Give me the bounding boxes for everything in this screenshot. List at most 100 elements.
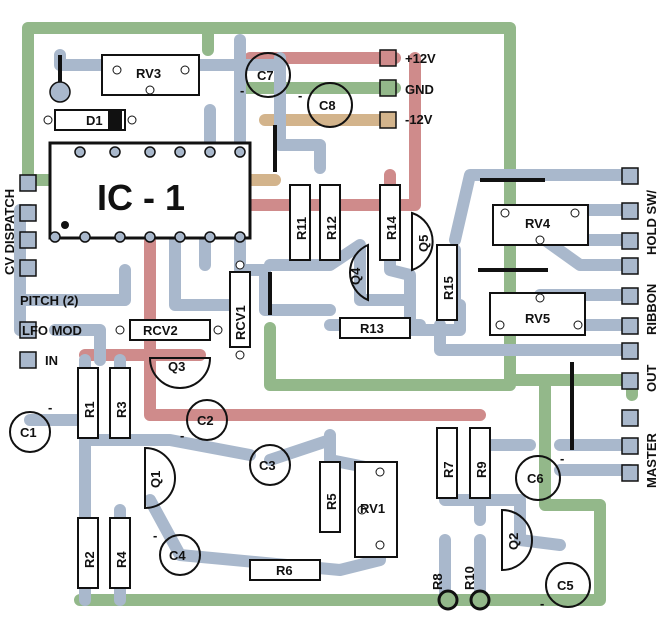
resistor-r5: R5	[319, 461, 341, 533]
left-labels: CV DISPATCH PITCH (2) LFO MOD IN	[2, 189, 82, 368]
svg-text:Q5: Q5	[416, 235, 431, 252]
left-connector-pads	[19, 174, 37, 369]
capacitor-c4: C4	[159, 534, 201, 576]
resistor-r11: R11	[289, 184, 311, 261]
label-plus12: +12V	[405, 51, 436, 66]
transistor-q4: Q4	[348, 243, 369, 302]
transistor-q3: Q3	[148, 357, 212, 389]
diode-d1: D1	[43, 109, 137, 131]
resistor-r6: R6	[249, 559, 321, 581]
label-lfo-mod: LFO MOD	[22, 323, 82, 338]
svg-text:R5: R5	[324, 493, 339, 510]
transistor-q1: Q1	[144, 446, 176, 510]
d1-label: D1	[86, 113, 103, 128]
svg-text:R9: R9	[474, 461, 489, 478]
transistors: Q1 Q2 Q3 Q4 Q5	[144, 211, 533, 572]
resistor-r3: R3	[109, 367, 131, 439]
capacitor-c1: C1	[9, 411, 51, 453]
svg-text:C3: C3	[259, 458, 276, 473]
resistor-r1: R1	[77, 367, 99, 439]
label-cv-dispatch: CV DISPATCH	[2, 189, 17, 275]
resistor-r15: R15	[436, 244, 458, 321]
svg-text:C1: C1	[20, 425, 37, 440]
svg-text:-: -	[560, 451, 564, 466]
trimmer-rcv2: RCV2	[115, 319, 223, 341]
svg-text:R7: R7	[441, 461, 456, 478]
resistor-r9: R9	[469, 427, 491, 499]
pot-rv5: RV5	[489, 292, 586, 336]
rcv1-label: RCV1	[233, 305, 248, 340]
rv1-label: RV1	[360, 501, 385, 516]
resistor-r10: R10	[462, 566, 477, 590]
svg-text:-: -	[153, 528, 157, 543]
trimmer-rcv1: RCV1	[229, 260, 251, 360]
ic-pins-bottom	[49, 231, 246, 243]
svg-text:R15: R15	[441, 276, 456, 300]
pot-rv4: RV4	[492, 204, 589, 246]
svg-text:-: -	[240, 83, 244, 98]
rv4-label: RV4	[525, 216, 551, 231]
svg-text:C6: C6	[527, 471, 544, 486]
capacitor-c8: C8	[307, 82, 353, 128]
pad-top-left	[49, 81, 71, 103]
rcv2-label: RCV2	[143, 323, 178, 338]
label-out: OUT	[644, 365, 659, 393]
label-hold-sw: HOLD SW/	[644, 190, 659, 255]
capacitors: C1 C2 C3 C4 C5 C6 C7 C8	[9, 52, 591, 608]
svg-text:C7: C7	[257, 68, 274, 83]
svg-text:R11: R11	[294, 217, 309, 240]
ic-1: IC - 1	[48, 141, 252, 243]
jumper-wires	[58, 55, 574, 450]
label-master: MASTER	[644, 433, 659, 489]
svg-text:-: -	[180, 428, 184, 443]
svg-text:C4: C4	[169, 548, 186, 563]
svg-text:R12: R12	[324, 216, 339, 240]
svg-text:-: -	[48, 400, 52, 415]
resistor-r12: R12	[319, 184, 341, 261]
svg-text:Q4: Q4	[348, 267, 363, 285]
pad-r10	[469, 589, 491, 611]
right-connector-pads	[621, 167, 639, 482]
pot-rv3: RV3	[101, 54, 200, 96]
label-in: IN	[45, 353, 58, 368]
label-ribbon: RIBBON	[644, 284, 659, 335]
capacitor-c7: C7	[245, 52, 291, 98]
power-labels: +12V GND -12V	[405, 51, 436, 127]
svg-text:R4: R4	[114, 551, 129, 568]
svg-text:Q1: Q1	[148, 471, 163, 488]
capacitor-c5: C5	[545, 562, 591, 608]
rv3-label: RV3	[136, 66, 161, 81]
ic-pins-top	[74, 146, 246, 158]
capacitor-c2: C2	[186, 399, 228, 441]
svg-text:R3: R3	[114, 401, 129, 418]
resistor-r2: R2	[77, 517, 99, 589]
power-pads	[379, 49, 397, 129]
svg-text:R13: R13	[360, 321, 384, 336]
pad-r8	[437, 589, 459, 611]
svg-text:R8: R8	[430, 573, 445, 590]
resistor-r4: R4	[109, 517, 131, 589]
svg-text:Q3: Q3	[168, 359, 185, 374]
svg-text:R2: R2	[82, 551, 97, 568]
label-gnd: GND	[405, 82, 434, 97]
pot-rv1: RV1	[354, 461, 398, 558]
transistor-q5: Q5	[411, 211, 434, 272]
resistor-r8: R8	[430, 573, 445, 590]
svg-text:-: -	[298, 88, 302, 103]
right-labels: HOLD SW/ RIBBON OUT MASTER	[644, 190, 659, 488]
svg-text:R10: R10	[462, 566, 477, 590]
capacitor-c6: C6	[515, 455, 561, 501]
svg-text:-: -	[540, 596, 544, 611]
capacitor-c3: C3	[249, 444, 291, 486]
svg-text:R1: R1	[82, 401, 97, 418]
polarity-marks: - - - - - - -	[48, 83, 564, 611]
label-minus12: -12V	[405, 112, 433, 127]
resistor-r14: R14	[379, 184, 401, 261]
resistor-r7: R7	[436, 427, 458, 499]
label-pitch: PITCH (2)	[20, 293, 79, 308]
svg-text:Q2: Q2	[506, 533, 521, 550]
resistor-r13: R13	[339, 317, 411, 339]
svg-text:C8: C8	[319, 98, 336, 113]
svg-text:R6: R6	[276, 563, 293, 578]
